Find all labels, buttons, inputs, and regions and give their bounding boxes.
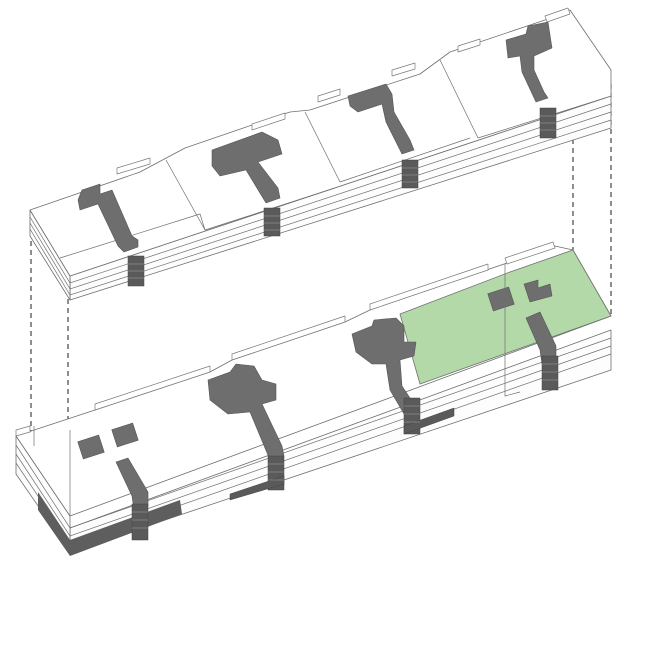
lower-base-band bbox=[38, 492, 182, 556]
upper-module-divider-2 bbox=[304, 111, 341, 183]
lower-void-1 bbox=[77, 434, 105, 460]
lower-parapet-4 bbox=[504, 241, 556, 265]
lower-shaft-1 bbox=[131, 503, 149, 541]
lower-floor-line-2 bbox=[15, 345, 612, 537]
upper-parapet-5 bbox=[457, 38, 481, 53]
lower-highlight-module bbox=[399, 249, 612, 385]
upper-core-3 bbox=[347, 83, 415, 155]
upper-core-4 bbox=[505, 21, 553, 103]
lower-core-2 bbox=[207, 363, 285, 461]
upper-core-1 bbox=[77, 183, 139, 253]
upper-module-divider-1 bbox=[165, 159, 206, 231]
upper-module-divider-3 bbox=[439, 59, 479, 139]
upper-parapet-1 bbox=[116, 157, 151, 175]
upper-parapet-4 bbox=[391, 62, 416, 77]
upper-floor-line-2 bbox=[29, 111, 612, 290]
lower-parapet-5 bbox=[15, 425, 31, 437]
lower-divider-3 bbox=[504, 264, 521, 397]
upper-step-1 bbox=[59, 213, 206, 259]
lower-core-shafts bbox=[131, 355, 559, 541]
lower-shaft-4 bbox=[541, 355, 559, 391]
lower-floor-line-1 bbox=[15, 337, 612, 529]
lower-volume bbox=[15, 241, 612, 556]
upper-volume bbox=[29, 7, 612, 301]
upper-floor-line-3 bbox=[29, 119, 612, 296]
upper-core-shafts bbox=[127, 107, 557, 287]
upper-parapet-3 bbox=[317, 88, 341, 103]
lower-shaft-bands bbox=[132, 363, 558, 529]
upper-core-2 bbox=[211, 131, 283, 204]
upper-shaft-2 bbox=[263, 207, 281, 237]
lower-void-2 bbox=[111, 422, 139, 448]
upper-parapet-6 bbox=[544, 7, 571, 23]
upper-floor-line-1 bbox=[29, 103, 612, 284]
lower-void-4 bbox=[523, 279, 553, 303]
lower-shaft-base-3 bbox=[403, 407, 455, 435]
lower-shaft-base-2 bbox=[229, 475, 285, 501]
lower-parapet-1 bbox=[94, 365, 211, 411]
lower-void-3 bbox=[487, 286, 515, 312]
upper-parapet-2 bbox=[251, 112, 286, 131]
upper-shaft-3 bbox=[401, 159, 419, 189]
lower-core-3 bbox=[351, 317, 419, 415]
lower-parapet-3 bbox=[369, 263, 489, 311]
lower-parapet-2 bbox=[231, 315, 346, 361]
upper-shaft-bands bbox=[128, 115, 556, 279]
